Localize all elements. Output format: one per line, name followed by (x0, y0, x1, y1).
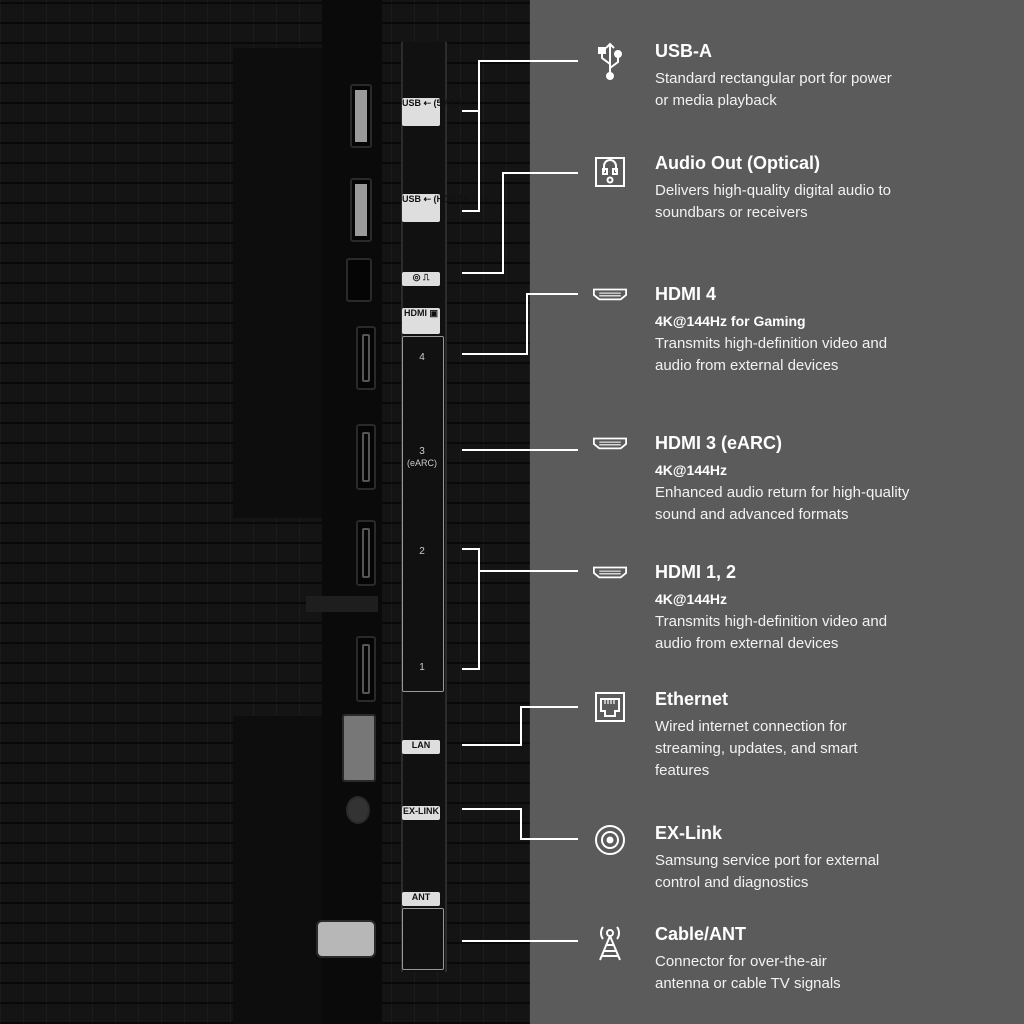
usb-icon (593, 42, 627, 80)
usb-a-description: Standard rectangular port for power or m… (655, 70, 892, 109)
exlink-connector (520, 838, 578, 840)
hdmi12-item: HDMI 1, 2 4K@144Hz Transmits high-defini… (655, 561, 995, 655)
exlink-label-text: EX-LINK (403, 806, 439, 816)
exlink-label: EX-LINK (402, 806, 440, 820)
tv-housing-block (233, 716, 325, 1024)
hdmi4-connector (526, 293, 578, 295)
usb-connector-bracket (462, 110, 480, 212)
hdmi2-number: 2 (419, 546, 425, 557)
optical-title: Audio Out (Optical) (655, 153, 820, 173)
hdmi4-connector (462, 353, 528, 355)
hdmi4-item: HDMI 4 4K@144Hz for Gaming Transmits hig… (655, 283, 995, 377)
hdmi4-title: HDMI 4 (655, 284, 717, 304)
ant-connector (462, 940, 578, 942)
exlink-item: EX-Link Samsung service port for externa… (655, 822, 995, 894)
hdmi12-connector (478, 570, 578, 572)
ethernet-connector (520, 706, 578, 708)
usb-connector-line (478, 60, 480, 160)
lan-port (342, 714, 376, 782)
antenna-icon (593, 926, 627, 961)
usb1-label-text: USB ⇠ (5V 0.5A) (402, 98, 473, 108)
optical-connector (462, 172, 504, 274)
hdmi3-item: HDMI 3 (eARC) 4K@144Hz Enhanced audio re… (655, 432, 995, 526)
hdmi-header-text: HDMI (403, 308, 427, 318)
ant-label: ANT (402, 892, 440, 906)
exlink-title: EX-Link (655, 823, 723, 843)
cable-clip (306, 596, 378, 612)
optical-audio-icon (593, 155, 627, 189)
usb-port-1 (350, 84, 372, 148)
hdmi-icon (593, 555, 627, 589)
exlink-port (346, 796, 370, 824)
hdmi3-connector (462, 449, 578, 451)
hdmi4-number: 4 (419, 352, 425, 363)
hdmi3-description: Enhanced audio return for high-quality s… (655, 484, 910, 523)
tv-rear-panel: USB ⇠ (5V 0.5A) USB ⇠ (HDD 5V 1A) ◎ ⎍ HD… (0, 0, 530, 1024)
ant-title: Cable/ANT (655, 924, 747, 944)
usb-connector-line (478, 60, 578, 62)
exlink-description: Samsung service port for external contro… (655, 852, 880, 891)
lan-label-text: LAN (411, 740, 431, 750)
ethernet-connector (462, 744, 522, 746)
optical-description: Delivers high-quality digital audio to s… (655, 182, 891, 221)
lan-label: LAN (402, 740, 440, 754)
usb-a-title: USB-A (655, 41, 712, 61)
ethernet-item: Ethernet Wired internet connection for s… (655, 688, 995, 782)
ant-label-text: ANT (411, 892, 431, 902)
hdmi-icon (593, 426, 627, 460)
usb1-label: USB ⇠ (5V 0.5A) (402, 98, 472, 126)
ex-link-icon (593, 823, 627, 857)
hdmi3-subtitle: 4K@144Hz (655, 462, 728, 478)
hdmi-bracket (402, 336, 444, 692)
usb2-label: USB ⇠ (HDD 5V 1A) (402, 194, 487, 222)
hdmi-port-4 (356, 326, 376, 390)
port-column (322, 0, 382, 1024)
hdmi4-subtitle: 4K@144Hz for Gaming (655, 313, 806, 329)
exlink-connector (462, 808, 522, 810)
ethernet-icon (593, 690, 627, 724)
hdmi-icon (593, 277, 627, 311)
ethernet-connector (520, 706, 522, 746)
hdmi12-title: HDMI 1, 2 (655, 562, 737, 582)
optical-port (346, 258, 372, 302)
optical-label: ◎ ⎍ (402, 272, 440, 286)
hdmi-header-label: HDMI ▣ (402, 308, 440, 334)
hdmi1-number: 1 (419, 662, 425, 673)
exlink-connector (520, 808, 522, 840)
ethernet-title: Ethernet (655, 689, 729, 709)
optical-connector (502, 172, 504, 272)
hdmi12-connector-bracket (462, 548, 480, 670)
ethernet-description: Wired internet connection for streaming,… (655, 718, 858, 779)
hdmi3-title: HDMI 3 (eARC) (655, 433, 783, 453)
usb2-label-text: USB ⇠ (HDD 5V 1A) (402, 194, 487, 204)
usb-port-2 (350, 178, 372, 242)
hdmi4-connector (526, 293, 528, 355)
tv-housing-block (233, 48, 325, 518)
hdmi4-description: Transmits high-definition video and audi… (655, 335, 888, 374)
hdmi3-number: 3 (419, 446, 425, 457)
optical-connector (502, 172, 578, 174)
hdmi-port-2 (356, 520, 376, 586)
hdmi3-earc: (eARC) (406, 458, 437, 468)
ant-description: Connector for over-the-air antenna or ca… (655, 953, 841, 992)
ant-bracket (402, 908, 444, 970)
hdmi-port-1 (356, 636, 376, 702)
optical-item: Audio Out (Optical) Delivers high-qualit… (655, 152, 995, 224)
ant-item: Cable/ANT Connector for over-the-air ant… (655, 923, 995, 995)
hdmi-port-3 (356, 424, 376, 490)
hdmi12-subtitle: 4K@144Hz (655, 591, 728, 607)
coax-port (316, 920, 376, 958)
hdmi12-description: Transmits high-definition video and audi… (655, 613, 888, 652)
usb-a-item: USB-A Standard rectangular port for powe… (655, 40, 995, 112)
